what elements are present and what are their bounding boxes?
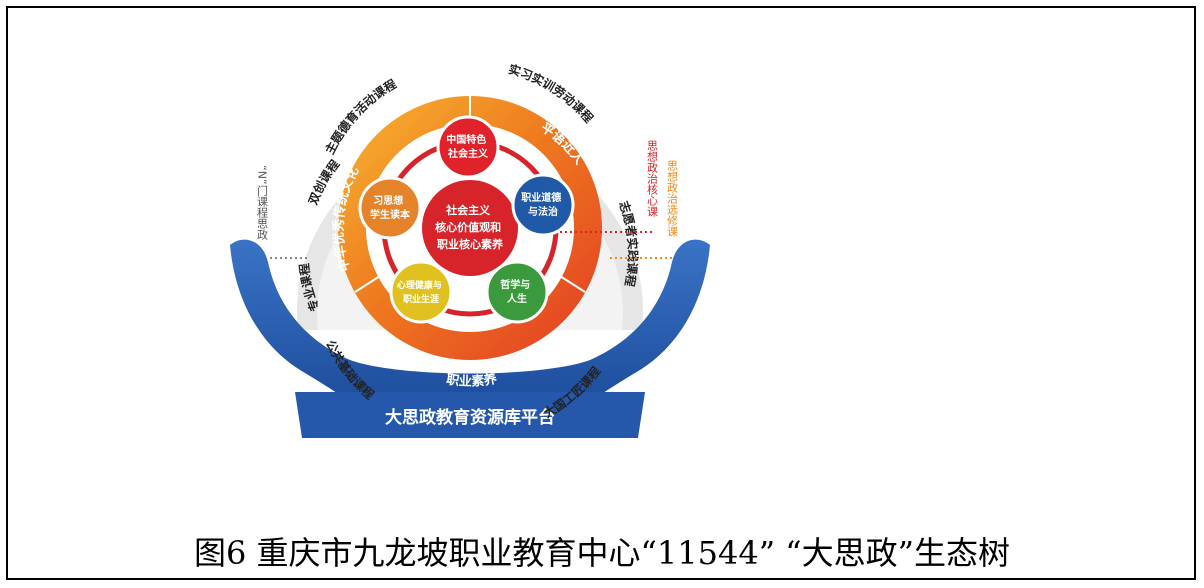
- svg-text:职业道德 与法治: 职业道德 与法治: [521, 191, 564, 218]
- svg-text:习思想 学生读本: 习思想 学生读本: [370, 194, 411, 221]
- satellite-philosophy: 哲学与 人生: [485, 260, 549, 324]
- right-red-label: 思想政治核心课: [646, 140, 659, 218]
- svg-text:中国特色 社会主义: 中国特色 社会主义: [446, 133, 489, 160]
- svg-text:职业素养: 职业素养: [445, 371, 499, 390]
- svg-text:哲学与 人生: 哲学与 人生: [500, 278, 533, 305]
- figure-frame: [6, 6, 1196, 580]
- svg-text:社会主义 核心价值观和 职业核心素养: 社会主义 核心价值观和 职业核心素养: [435, 203, 505, 251]
- center-line-1: 社会主义: [445, 203, 491, 217]
- satellite-mental-health: 心理健康与 职业生涯: [389, 260, 453, 324]
- platform-base: [295, 392, 645, 438]
- center-line-2: 核心价值观和: [435, 220, 501, 234]
- satellite-china-socialism: 中国特色 社会主义: [436, 115, 500, 179]
- svg-text:心理健康与 职业生涯: 心理健康与 职业生涯: [397, 279, 445, 305]
- inner-ring-bottom-label: 职业素养: [445, 371, 499, 390]
- left-side-label: “N”门课程思政: [256, 165, 269, 240]
- right-orange-label: 思想政治选修课: [666, 160, 679, 238]
- center-core-circle: [422, 180, 518, 276]
- figure-caption: 图6 重庆市九龙坡职业教育中心“11544” “大思政”生态树: [194, 534, 1010, 572]
- satellite-xi-thought: 习思想 学生读本: [358, 176, 422, 240]
- platform-label: 大思政教育资源库平台: [385, 407, 555, 428]
- satellite-ethics-law: 职业道德 与法治: [511, 173, 575, 237]
- center-line-3: 职业核心素养: [437, 237, 504, 251]
